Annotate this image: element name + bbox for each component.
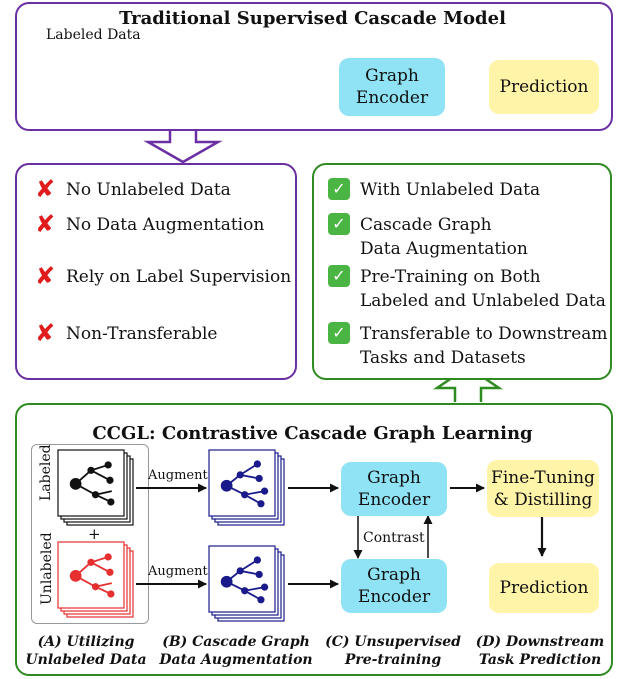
augmented-labeled-stack <box>208 449 285 526</box>
advantage-label: Pre-Training on Both Labeled and Unlabel… <box>360 267 606 311</box>
cross-icon: ✘ <box>34 262 56 290</box>
graph-encoder-upper-label: Graph Encoder <box>357 468 431 510</box>
augment-label-top: Augment <box>148 468 208 483</box>
contrast-label: Contrast <box>363 530 425 546</box>
finetune-distill-box: Fine-Tuning & Distilling <box>487 460 599 517</box>
data-source-group <box>31 444 149 624</box>
advantages-panel <box>312 163 612 380</box>
graph-encoder-lower: Graph Encoder <box>341 559 447 613</box>
limitation-item: ✘ No Unlabeled Data <box>34 175 231 203</box>
limitation-item: ✘ Non-Transferable <box>34 319 218 347</box>
graph-encoder-upper: Graph Encoder <box>341 462 447 516</box>
labeled-stack <box>57 449 134 526</box>
augment-label-bottom: Augment <box>148 564 208 579</box>
graph-encoder-top: Graph Encoder <box>339 58 445 116</box>
unlabeled-tag: Unlabeled <box>39 532 55 605</box>
caption-b: (B) Cascade Graph Data Augmentation <box>159 634 313 668</box>
check-icon: ✓ <box>328 265 350 287</box>
prediction-bottom-label: Prediction <box>499 578 589 598</box>
graph-encoder-top-label: Graph Encoder <box>355 66 429 108</box>
prediction-bottom: Prediction <box>489 563 599 613</box>
advantage-item: ✓ With Unlabeled Data <box>328 178 540 202</box>
advantage-item: ✓ Pre-Training on Both Labeled and Unlab… <box>328 265 606 313</box>
prediction-top-label: Prediction <box>499 77 589 97</box>
caption-c: (C) Unsupervised Pre-training <box>325 634 461 668</box>
check-icon: ✓ <box>328 178 350 200</box>
graph-encoder-lower-label: Graph Encoder <box>357 565 431 607</box>
hollow-down-arrow <box>143 128 223 164</box>
cross-icon: ✘ <box>34 175 56 203</box>
supervised-model-title: Traditional Supervised Cascade Model <box>119 8 506 29</box>
prediction-top: Prediction <box>489 60 599 114</box>
limitation-label: Rely on Label Supervision <box>66 267 292 287</box>
cross-icon: ✘ <box>34 210 56 238</box>
advantage-label: Transferable to Downstream Tasks and Dat… <box>360 324 608 368</box>
limitation-label: Non-Transferable <box>66 324 218 344</box>
caption-a: (A) Utilizing Unlabeled Data <box>25 634 147 668</box>
limitation-label: No Data Augmentation <box>66 215 265 235</box>
check-icon: ✓ <box>328 322 350 344</box>
limitation-label: No Unlabeled Data <box>66 180 231 200</box>
advantage-item: ✓ Transferable to Downstream Tasks and D… <box>328 322 608 370</box>
finetune-distill-label: Fine-Tuning & Distilling <box>491 467 595 510</box>
check-icon: ✓ <box>328 213 350 235</box>
limitation-item: ✘ No Data Augmentation <box>34 210 265 238</box>
advantage-label: With Unlabeled Data <box>360 180 541 200</box>
ccgl-title: CCGL: Contrastive Cascade Graph Learning <box>92 423 533 444</box>
limitations-panel <box>15 163 297 380</box>
labeled-data-label: Labeled Data <box>46 27 141 43</box>
cross-icon: ✘ <box>34 319 56 347</box>
caption-d: (D) Downstream Task Prediction <box>475 634 605 668</box>
labeled-tag: Labeled <box>38 444 54 501</box>
plus-sign: + <box>88 525 101 543</box>
unlabeled-stack <box>57 541 134 618</box>
augmented-unlabeled-stack <box>208 545 285 622</box>
limitation-item: ✘ Rely on Label Supervision <box>34 262 292 290</box>
advantage-item: ✓ Cascade Graph Data Augmentation <box>328 213 528 261</box>
ccgl-panel <box>15 403 613 676</box>
advantage-label: Cascade Graph Data Augmentation <box>360 215 528 259</box>
